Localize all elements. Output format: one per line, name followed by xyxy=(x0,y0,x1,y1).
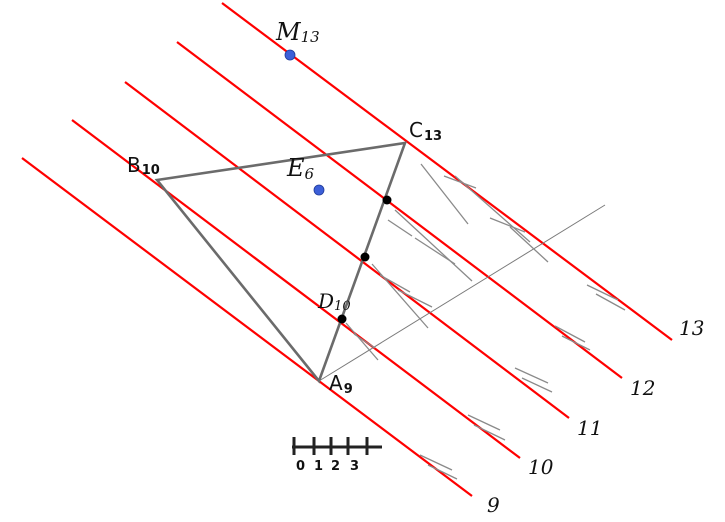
dash-mark xyxy=(467,414,501,431)
label-d: D10 xyxy=(317,289,351,314)
point-e-marker xyxy=(313,184,325,196)
dash-mark xyxy=(595,293,626,311)
dash-mark xyxy=(387,219,413,237)
scale-bar: 0 1 2 3 xyxy=(292,437,382,474)
scale-label-1: 1 xyxy=(314,459,323,474)
point-d xyxy=(337,314,347,324)
dash-mark xyxy=(397,289,433,308)
dash-mark xyxy=(473,424,506,441)
dash-mark xyxy=(379,274,411,293)
dash-mark xyxy=(521,377,553,393)
dash-mark xyxy=(454,175,531,243)
label-e: E6 xyxy=(286,154,315,183)
dash-mark xyxy=(427,464,458,480)
dash-mark xyxy=(443,175,477,189)
construction-dashes xyxy=(345,163,626,480)
contour-label-13: 13 xyxy=(679,316,704,340)
dash-mark xyxy=(420,163,469,225)
dash-mark xyxy=(514,367,549,384)
contour-line-13 xyxy=(221,2,673,341)
label-m: M13 xyxy=(275,18,320,46)
contour-line-10 xyxy=(71,119,521,459)
contour-label-12: 12 xyxy=(630,376,655,400)
scale-label-0: 0 xyxy=(296,459,305,474)
dash-mark xyxy=(414,237,456,265)
dash-mark xyxy=(394,209,473,282)
point-m-marker xyxy=(284,49,296,61)
contour-line-12 xyxy=(176,41,623,379)
label-a: A9 xyxy=(329,371,353,397)
dash-mark xyxy=(353,333,376,349)
scale-label-3: 3 xyxy=(350,459,359,474)
dash-mark xyxy=(509,226,549,263)
dash-mark xyxy=(345,322,379,361)
construction-line xyxy=(318,204,606,382)
contour-label-9: 9 xyxy=(487,493,500,517)
scale-label-2: 2 xyxy=(331,459,340,474)
dash-mark xyxy=(554,325,586,343)
contour-lines xyxy=(21,2,673,497)
intersection-point-12 xyxy=(382,195,392,205)
dash-mark xyxy=(489,217,526,233)
intersection-point-11 xyxy=(360,252,370,262)
contour-label-10: 10 xyxy=(528,455,554,479)
label-c: C13 xyxy=(409,118,442,144)
dash-mark xyxy=(586,284,619,301)
triangle-abc xyxy=(154,141,407,384)
contour-line-11 xyxy=(124,81,570,419)
label-b: B10 xyxy=(127,153,160,178)
contour-label-11: 11 xyxy=(577,416,602,440)
dash-mark xyxy=(561,335,591,351)
contour-line-9 xyxy=(21,157,473,497)
dash-mark xyxy=(419,454,453,471)
dash-mark xyxy=(371,263,429,329)
